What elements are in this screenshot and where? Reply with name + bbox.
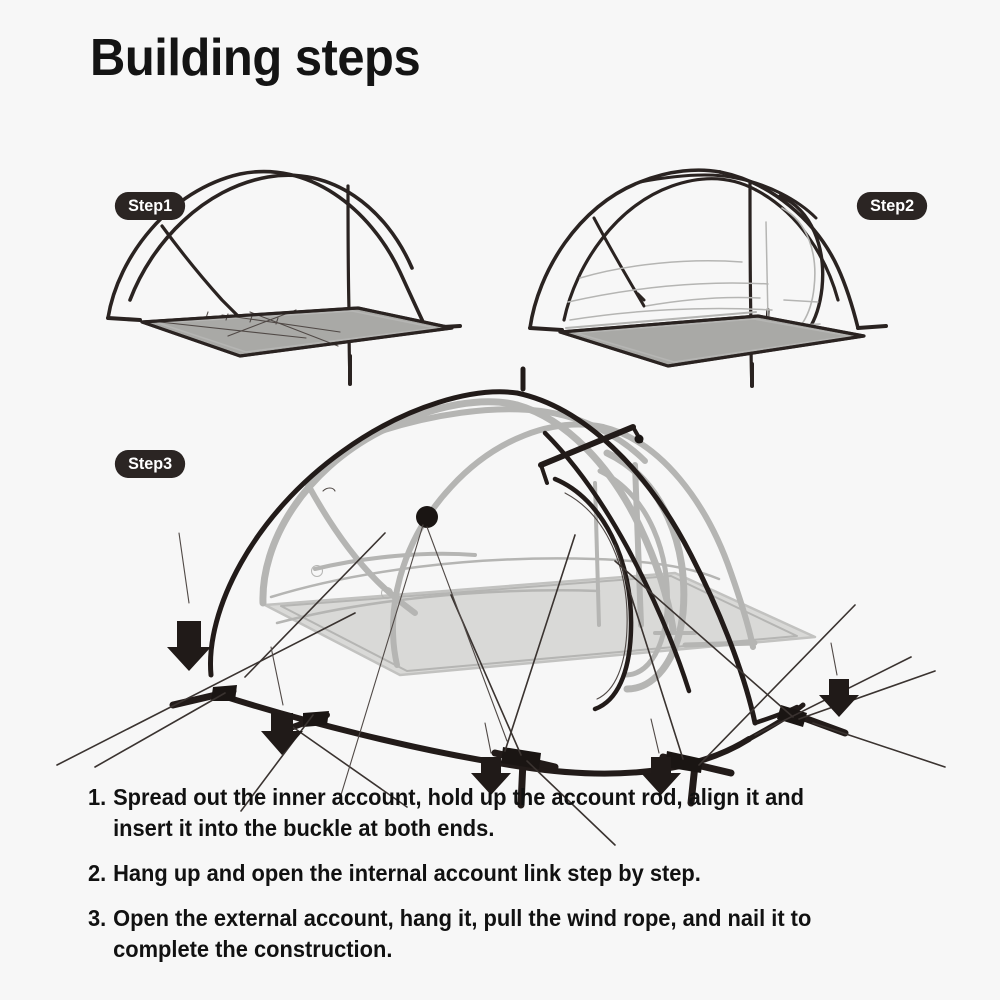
step1-badge: Step1 bbox=[114, 192, 186, 221]
stake-arrow-front-center bbox=[471, 722, 511, 795]
stake-arrow-front-left bbox=[261, 646, 303, 755]
instruction-item-2: 2. Hang up and open the internal account… bbox=[88, 858, 860, 889]
instruction-number: 1. bbox=[88, 784, 107, 810]
step2-badge: Step2 bbox=[856, 192, 928, 221]
step1-illustration bbox=[100, 160, 500, 390]
instruction-item-3: 3. Open the external account, hang it, p… bbox=[88, 903, 860, 965]
instruction-number: 3. bbox=[88, 905, 107, 932]
step2-illustration bbox=[520, 160, 900, 390]
step3-badge: Step3 bbox=[114, 450, 186, 479]
instruction-item-1: 1. Spread out the inner account, hold up… bbox=[88, 782, 860, 844]
stake-arrow-far-left bbox=[167, 532, 211, 671]
hang-point-marker bbox=[416, 506, 438, 528]
stake-arrow-right bbox=[819, 642, 859, 717]
instruction-text: Spread out the inner account, hold up th… bbox=[113, 784, 804, 842]
page-title: Building steps bbox=[90, 29, 421, 87]
stake-arrow-front-right bbox=[641, 718, 681, 795]
instruction-text: Open the external account, hang it, pull… bbox=[113, 905, 812, 963]
instruction-number: 2. bbox=[88, 860, 107, 887]
instruction-text: Hang up and open the internal account li… bbox=[113, 860, 701, 887]
step3-illustration bbox=[55, 366, 955, 846]
instructions-list: 1. Spread out the inner account, hold up… bbox=[88, 782, 918, 979]
